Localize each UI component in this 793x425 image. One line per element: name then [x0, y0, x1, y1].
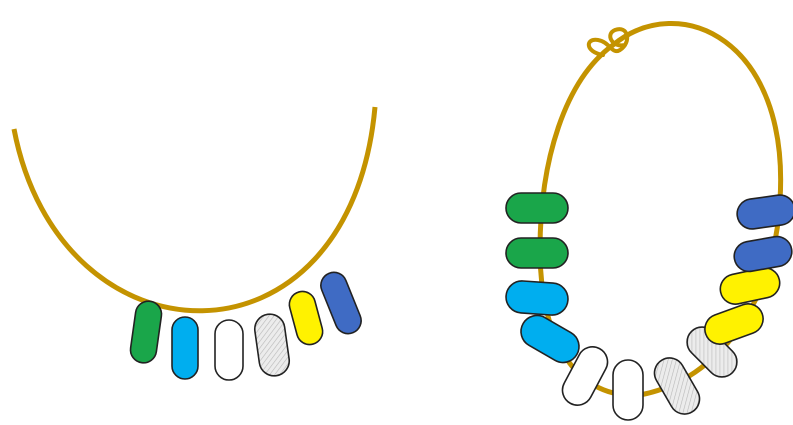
bead-striped — [649, 353, 705, 420]
bead-green — [506, 193, 568, 223]
bracelet-beads — [505, 193, 793, 420]
bead-dark-blue — [735, 193, 793, 231]
bead-white — [613, 360, 643, 420]
bead-yellow — [286, 289, 325, 348]
bead-green — [129, 299, 163, 364]
bead-yellow — [701, 300, 768, 349]
bead-dark-blue — [317, 268, 365, 337]
bead-light-blue — [172, 317, 198, 379]
bead-white — [215, 320, 243, 380]
open-string — [14, 107, 375, 311]
bead-striped — [253, 312, 291, 378]
bead-green — [506, 238, 568, 268]
open-string-beads — [129, 268, 365, 380]
bead-light-blue — [505, 280, 569, 316]
open-string-with-beads — [14, 107, 375, 380]
closed-bracelet-with-beads — [505, 23, 793, 420]
bead-dark-blue — [732, 234, 793, 274]
